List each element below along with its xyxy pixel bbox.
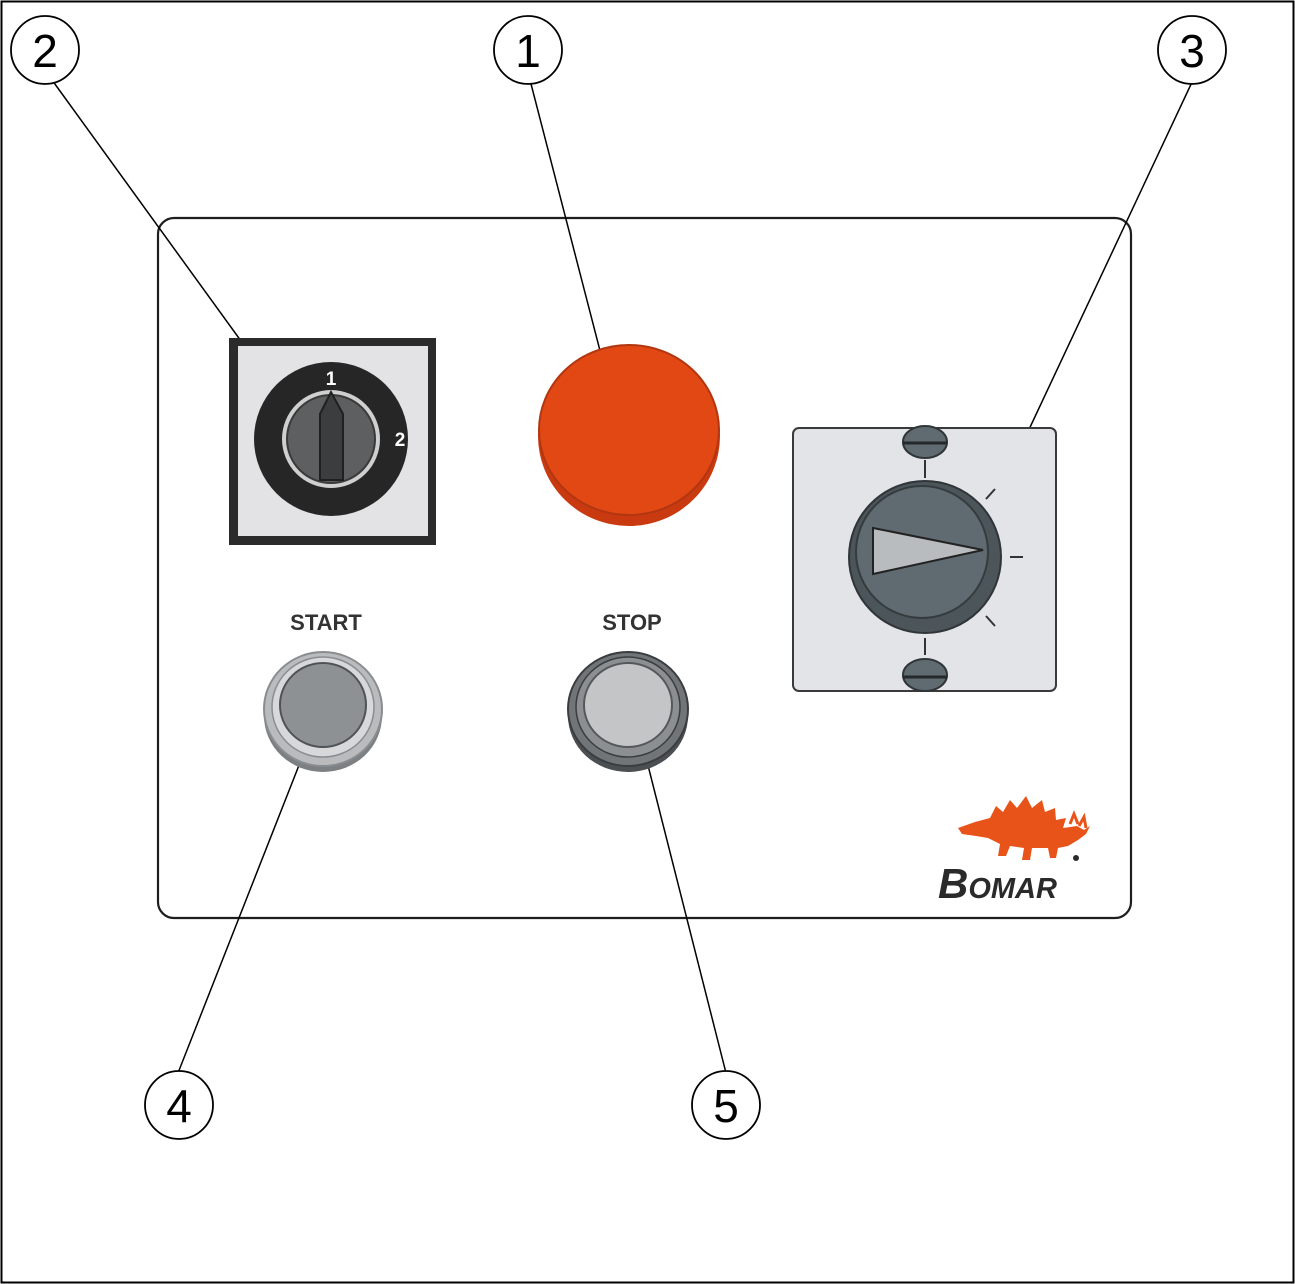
callout-leaders [51,79,1194,1074]
start-label: START [290,610,362,635]
registered-mark [1073,855,1079,861]
callout-circle [1157,15,1227,85]
leader-line-2 [51,79,263,371]
logo-letter-b: B [938,860,968,907]
leader-line-3 [1016,79,1194,456]
callout-number: 5 [713,1080,739,1132]
callout-circle [493,15,563,85]
estop-cap [538,344,720,516]
callout-3: 3 [1157,15,1227,85]
screw-bottom [902,658,948,692]
callout-number: 4 [166,1080,192,1132]
callout-circle [10,15,80,85]
speed-potentiometer[interactable] [792,425,1057,692]
pot-scale-ticks [924,460,1023,655]
selector-lever [319,389,344,481]
start-face [279,662,367,748]
leader-line-4 [177,721,317,1074]
logo-letters: OMAR [968,873,1057,905]
callout-1: 1 [493,15,563,85]
stegosaurus-logo-icon [958,796,1090,860]
callout-circle [691,1070,761,1140]
stop-face [583,662,673,748]
callout-4: 4 [144,1070,214,1140]
selector-switch[interactable]: 1 2 [229,338,436,545]
callout-number: 2 [32,25,58,77]
pot-pointer [872,526,984,576]
callout-2: 2 [10,15,80,85]
callout-number: 1 [515,25,541,77]
selector-position-1: 1 [326,369,337,390]
leader-line-5 [636,721,727,1074]
callout-circle [144,1070,214,1140]
selector-position-2: 2 [395,430,406,451]
stop-button[interactable] [567,651,689,772]
tail-spikes [1068,809,1088,829]
callout-5: 5 [691,1070,761,1140]
logo-wordmark: BOMAR [938,860,1057,907]
screw-top [902,425,948,459]
stop-label: STOP [602,610,662,635]
start-button[interactable] [263,651,383,772]
callout-number: 3 [1179,25,1205,77]
bomar-logo: BOMAR [938,796,1090,907]
emergency-stop-button[interactable] [538,344,720,526]
